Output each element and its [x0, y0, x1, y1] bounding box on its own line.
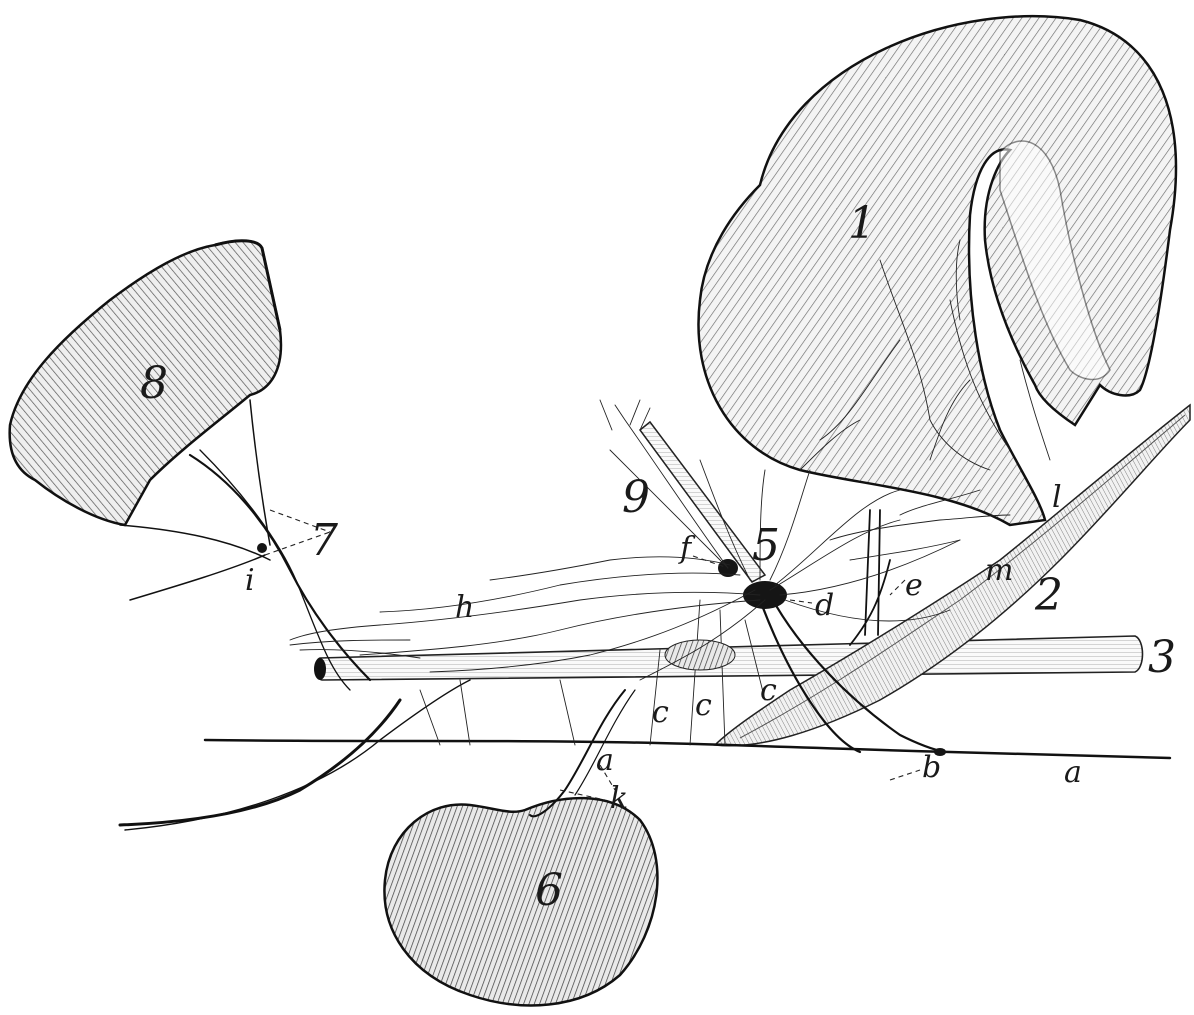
label-7: 7	[310, 515, 338, 566]
label-e: e	[905, 568, 923, 603]
label-c-1: c	[652, 695, 669, 730]
label-c-3: c	[760, 673, 777, 708]
label-l: l	[1052, 480, 1062, 515]
label-1: 1	[848, 198, 876, 249]
label-3: 3	[1148, 632, 1176, 683]
label-m: m	[985, 553, 1013, 588]
label-6: 6	[535, 865, 563, 916]
label-f: f	[678, 531, 696, 566]
label-b: b	[922, 750, 941, 785]
label-c-2: c	[695, 688, 712, 723]
label-i: i	[245, 563, 255, 598]
label-2: 2	[1034, 570, 1063, 621]
label-9: 9	[622, 472, 650, 523]
ganglion-i	[257, 543, 267, 553]
label-8: 8	[140, 358, 168, 409]
label-h: h	[455, 590, 474, 625]
ganglion-c	[665, 640, 735, 670]
kidney-organ	[384, 798, 657, 1005]
label-d: d	[815, 588, 834, 623]
stomach-organ	[698, 16, 1176, 525]
label-a-1: a	[596, 743, 614, 778]
label-k: k	[610, 781, 628, 816]
label-a-2: a	[1064, 755, 1082, 790]
label-5: 5	[752, 520, 780, 571]
upper-vessel	[640, 422, 765, 582]
